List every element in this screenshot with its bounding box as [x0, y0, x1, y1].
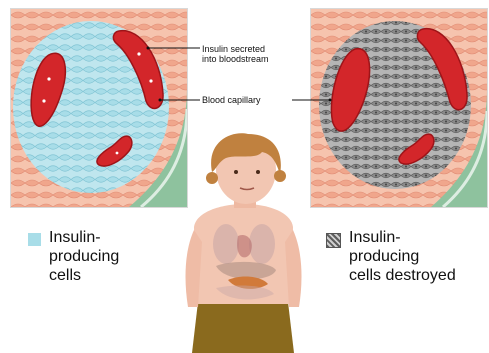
healthy-islet-illustration [11, 9, 187, 207]
blood-capillary-label: Blood capillary [202, 95, 261, 105]
insulin-secreted-label: Insulin secreted into bloodstream [202, 44, 269, 64]
child-illustration [176, 132, 311, 353]
hatched-gray-square-icon [326, 233, 341, 248]
legend-healthy: Insulin- producing cells [28, 228, 119, 285]
legend-healthy-label: Insulin- producing cells [49, 228, 119, 285]
light-blue-square-icon [28, 233, 41, 246]
destroyed-islet-panel [310, 8, 488, 208]
lung-left [213, 224, 239, 264]
legend-destroyed-label: Insulin- producing cells destroyed [349, 228, 456, 285]
destroyed-islet-illustration [311, 9, 487, 207]
shorts [192, 302, 294, 353]
lung-right [249, 224, 275, 264]
legend-destroyed: Insulin- producing cells destroyed [326, 228, 456, 285]
healthy-islet-panel [10, 8, 188, 208]
